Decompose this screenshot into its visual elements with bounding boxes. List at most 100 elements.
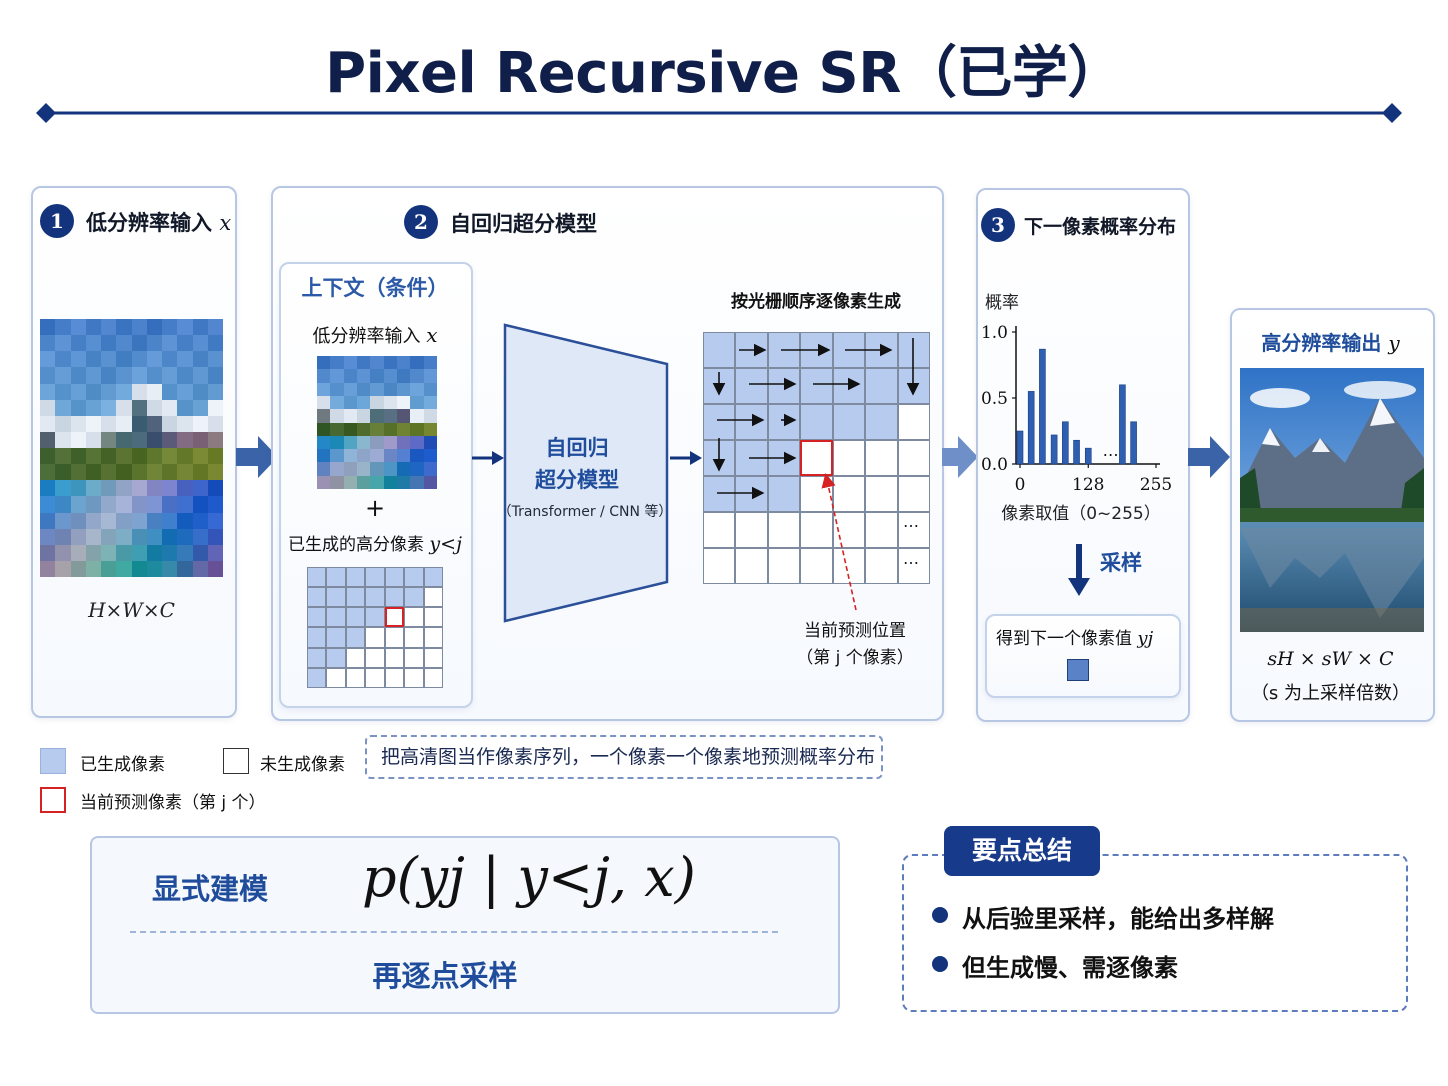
mosaic-pixel: [70, 464, 86, 481]
output-label: 高分辨率输出: [1261, 331, 1382, 355]
context-pixel-cell: [365, 567, 385, 588]
mosaic-pixel: [116, 399, 132, 416]
mosaic-pixel: [207, 496, 223, 513]
mosaic-pixel: [116, 319, 132, 336]
mosaic-pixel: [370, 369, 384, 383]
mosaic-pixel: [207, 528, 223, 545]
step-1-badge: 1: [40, 204, 74, 238]
mosaic-pixel: [116, 480, 132, 497]
mosaic-pixel: [177, 544, 193, 561]
mosaic-pixel: [423, 435, 437, 450]
raster-ellipsis-2: …: [903, 549, 919, 568]
mosaic-pixel: [116, 528, 132, 545]
context-lr-var: x: [426, 323, 438, 347]
mosaic-pixel: [146, 415, 162, 432]
mosaic-pixel: [423, 422, 437, 436]
mosaic-pixel: [40, 335, 56, 352]
output-title: 高分辨率输出 y: [1230, 327, 1431, 356]
mosaic-pixel: [70, 480, 86, 497]
mosaic-pixel: [101, 448, 117, 465]
context-pixel-cell: [423, 567, 443, 588]
mosaic-pixel: [396, 462, 411, 476]
mosaic-pixel: [116, 367, 132, 384]
model-line-3: （Transformer / CNN 等）: [497, 504, 673, 520]
mosaic-pixel: [207, 319, 223, 336]
mosaic-pixel: [131, 383, 147, 400]
context-lr-text: 低分辨率输入: [312, 326, 421, 347]
context-pixel-cell: [307, 567, 327, 588]
step-2-title: 自回归超分模型: [450, 212, 597, 236]
mosaic-pixel: [396, 449, 411, 463]
next-pixel-value-var: yj: [1137, 628, 1154, 649]
mosaic-pixel: [116, 512, 132, 529]
page-title: Pixel Recursive SR（已学）: [325, 41, 1123, 106]
chart-y-label: 概率: [985, 293, 1019, 313]
mosaic-pixel: [85, 528, 101, 545]
mosaic-pixel: [356, 449, 371, 463]
mosaic-pixel: [70, 351, 86, 368]
formula-box: [90, 836, 840, 1014]
mosaic-pixel: [383, 435, 397, 450]
mosaic-pixel: [55, 367, 71, 384]
mosaic-pixel: [85, 367, 101, 384]
mosaic-pixel: [423, 356, 437, 370]
context-pixel-cell: [345, 627, 366, 648]
raster-pixel-cell: [703, 512, 736, 548]
mosaic-pixel: [423, 409, 437, 423]
context-pixel-cell: [404, 607, 424, 628]
mosaic-pixel: [162, 496, 178, 513]
mosaic-pixel: [192, 464, 208, 481]
context-pixel-cell: [326, 627, 346, 648]
mosaic-pixel: [370, 475, 384, 489]
mosaic-pixel: [410, 422, 424, 436]
context-pixel-cell: [423, 647, 443, 668]
mosaic-pixel: [101, 528, 117, 545]
mosaic-pixel: [192, 496, 208, 513]
mosaic-pixel: [146, 512, 162, 529]
arrow-right-icon: [942, 436, 978, 478]
mosaic-pixel: [370, 409, 384, 423]
context-pixel-cell: [326, 587, 346, 608]
mosaic-pixel: [40, 448, 56, 465]
raster-pixel-cell: [767, 476, 801, 512]
output-note: （s 为上采样倍数）: [1250, 683, 1411, 704]
model-line-1: 自回归: [545, 436, 609, 460]
chart-bar: [1016, 430, 1024, 465]
summary-item-1: 从后验里采样，能给出多样解: [962, 905, 1274, 933]
chart-bar: [1073, 439, 1080, 465]
summary-box: [902, 854, 1408, 1012]
mosaic-pixel: [146, 496, 162, 513]
mosaic-pixel: [85, 351, 101, 368]
formula-divider: [130, 931, 778, 933]
mosaic-pixel: [116, 415, 132, 432]
mosaic-pixel: [330, 462, 344, 476]
mosaic-pixel: [40, 351, 56, 368]
mosaic-pixel: [85, 496, 101, 513]
context-pixel-cell: [384, 587, 405, 608]
legend-generated-swatch: [40, 748, 66, 774]
mosaic-pixel: [101, 544, 117, 561]
mosaic-pixel: [162, 528, 178, 545]
context-pixel-cell: [326, 607, 346, 628]
mosaic-pixel: [177, 448, 193, 465]
context-pixel-cell: [365, 627, 385, 648]
mosaic-pixel: [330, 449, 344, 463]
mosaic-pixel: [192, 351, 208, 368]
raster-pixel-cell: [735, 548, 768, 584]
mosaic-pixel: [85, 560, 101, 577]
mosaic-pixel: [330, 382, 344, 396]
mosaic-pixel: [356, 462, 371, 476]
mosaic-pixel: [207, 399, 223, 416]
mosaic-pixel: [396, 475, 411, 489]
mosaic-pixel: [207, 560, 223, 577]
context-pixel-cell: [404, 647, 424, 668]
mosaic-pixel: [423, 462, 437, 476]
mosaic-pixel: [101, 351, 117, 368]
context-generated-label: 已生成的高分像素 y<j: [279, 530, 471, 555]
mosaic-pixel: [207, 464, 223, 481]
raster-pixel-cell: [897, 548, 930, 584]
mosaic-pixel: [131, 415, 147, 432]
raster-pixel-cell: [703, 404, 736, 440]
mosaic-pixel: [70, 399, 86, 416]
mosaic-pixel: [40, 383, 56, 400]
